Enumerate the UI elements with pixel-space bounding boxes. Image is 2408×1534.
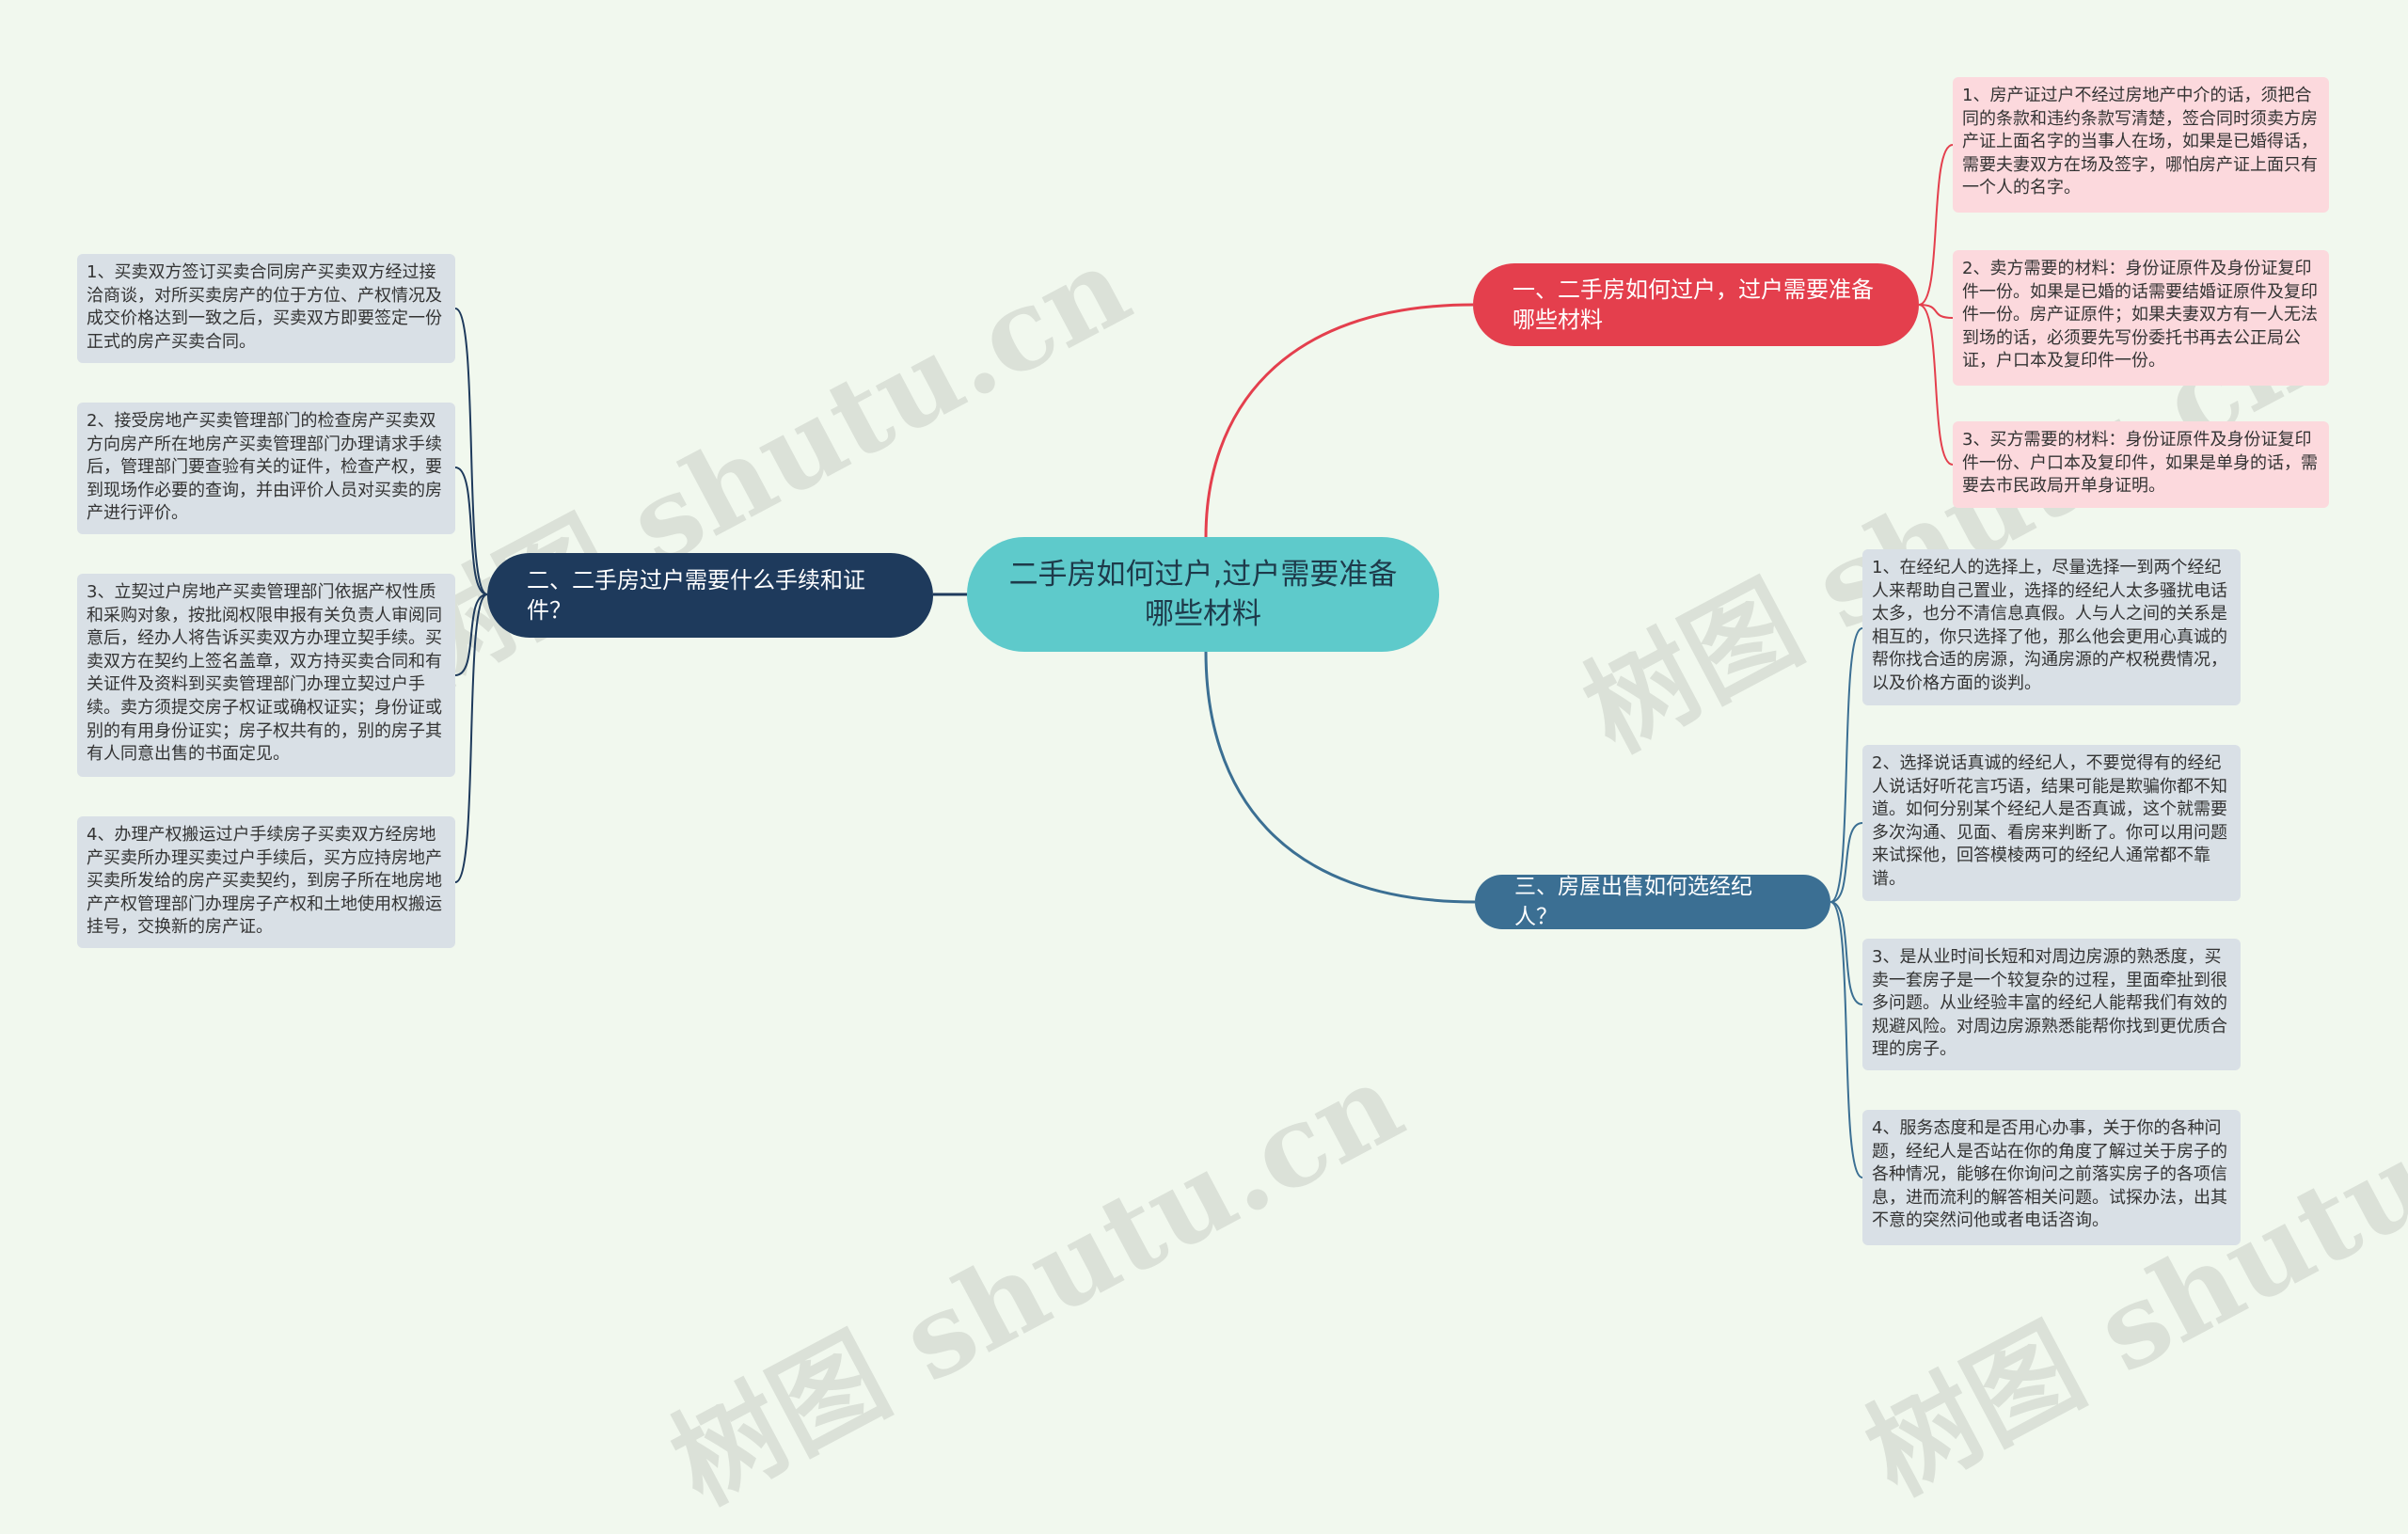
branch-topic-label: 三、房屋出售如何选经纪人？ [1514, 875, 1752, 929]
connector-b3-leaf3 [1830, 901, 1863, 1005]
mindmap-canvas: 树图 shutu.cn 树图 shutu.cn 树图 shutu.cn 树图 s… [77, 77, 2408, 1529]
subtopic-2-1[interactable]: 1、买卖双方签订买卖合同房产买卖双方经过接洽商谈，对所买卖房产的位于方位、产权情… [77, 254, 455, 363]
connector-b3-leaf2 [1830, 822, 1863, 903]
subtopic-3-4[interactable]: 4、服务态度和是否用心办事，关于你的各种问题，经纪人是否站在你的角度了解过关于房… [1862, 1110, 2241, 1245]
connector-b1-leaf1 [1918, 144, 1954, 306]
connector-b1-leaf3 [1918, 304, 1954, 466]
root-topic[interactable]: 二手房如何过户,过户需要准备哪些材料 [967, 537, 1439, 652]
connector-lines [454, 144, 1954, 1178]
connector-b2-leaf2 [454, 467, 488, 595]
subtopic-2-4[interactable]: 4、办理产权搬运过户手续房子买卖双方经房地产买卖所办理买卖过户手续后，买方应持房… [77, 816, 455, 948]
connector-b1-leaf2 [1918, 304, 1954, 319]
subtopic-3-1[interactable]: 1、在经纪人的选择上，尽量选择一到两个经纪人来帮助自己置业，选择的经纪人太多骚扰… [1862, 549, 2241, 705]
connector-b2-leaf3 [454, 593, 488, 676]
connector-b2-leaf4 [454, 593, 488, 883]
connector-root-b3 [1204, 651, 1476, 904]
subtopic-3-3[interactable]: 3、是从业时间长短和对周边房源的熟悉度，买卖一套房子是一个较复杂的过程，里面牵扯… [1862, 939, 2241, 1070]
branch-topic-3[interactable]: 三、房屋出售如何选经纪人？ [1475, 875, 1830, 929]
connector-b3-leaf4 [1830, 901, 1863, 1178]
branch-topic-label: 二、二手房过户需要什么手续和证件？ [527, 567, 865, 624]
branch-topic-label: 一、二手房如何过户，过户需要准备哪些材料 [1513, 277, 1874, 333]
branch-topic-2[interactable]: 二、二手房过户需要什么手续和证件？ [487, 553, 933, 638]
subtopic-1-3[interactable]: 3、买方需要的材料：身份证原件及身份证复印件一份、户口本及复印件，如果是单身的话… [1953, 421, 2329, 508]
subtopic-2-2[interactable]: 2、接受房地产买卖管理部门的检查房产买卖双方向房产所在地房产买卖管理部门办理请求… [77, 403, 455, 534]
subtopic-2-3[interactable]: 3、立契过户房地产买卖管理部门依据产权性质和采购对象，按批阅权限申报有关负责人审… [77, 574, 455, 777]
root-topic-label: 二手房如何过户,过户需要准备哪些材料 [1008, 558, 1398, 631]
connector-b3-leaf1 [1830, 627, 1863, 903]
branch-topic-1[interactable]: 一、二手房如何过户，过户需要准备哪些材料 [1473, 263, 1919, 346]
connector-b2-leaf1 [454, 308, 488, 595]
subtopic-3-2[interactable]: 2、选择说话真诚的经纪人，不要觉得有的经纪人说话好听花言巧语，结果可能是欺骗你都… [1862, 745, 2241, 901]
subtopic-1-2[interactable]: 2、卖方需要的材料：身份证原件及身份证复印件一份。如果是已婚的话需要结婚证原件及… [1953, 250, 2329, 386]
subtopic-1-1[interactable]: 1、房产证过户不经过房地产中介的话，须把合同的条款和违约条款写清楚，签合同时须卖… [1953, 77, 2329, 213]
connector-root-b1 [1204, 303, 1474, 538]
